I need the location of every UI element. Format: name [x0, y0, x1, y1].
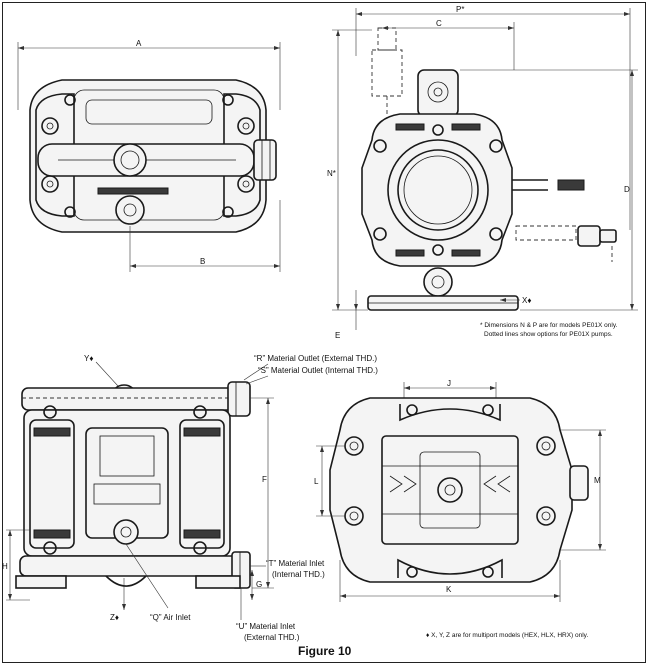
- bottom-view: J L: [314, 379, 606, 602]
- dim-f-label: F: [262, 475, 267, 484]
- front-view: Y♦ “R” Material Outlet (External THD.) “…: [2, 354, 378, 642]
- dim-m-label: M: [594, 476, 601, 485]
- dim-n-label: N*: [327, 169, 336, 178]
- dim-a-label: A: [136, 39, 142, 48]
- dim-j-label: J: [447, 379, 451, 388]
- dim-c-label: C: [436, 19, 442, 28]
- side-view: P* C: [327, 5, 638, 340]
- dim-d-label: D: [624, 185, 630, 194]
- top-view: A B: [17, 39, 281, 272]
- callout-u-inlet: “U” Material Inlet: [236, 622, 296, 631]
- callout-q-air-inlet: “Q” Air Inlet: [150, 613, 191, 622]
- dim-z-label: Z♦: [110, 613, 119, 622]
- dim-g-label: G: [256, 580, 262, 589]
- dim-k-label: K: [446, 585, 452, 594]
- callout-t-inlet-thd: (Internal THD.): [272, 570, 325, 579]
- dim-h-label: H: [2, 562, 8, 571]
- note-dotted-lines: Dotted lines show options for PE01X pump…: [484, 331, 613, 338]
- callout-r-outlet: “R” Material Outlet (External THD.): [254, 354, 377, 363]
- dim-p-label: P*: [456, 5, 464, 14]
- dim-e-label: E: [335, 331, 340, 340]
- callout-s-outlet: “S” Material Outlet (Internal THD.): [258, 366, 378, 375]
- callout-u-inlet-thd: (External THD.): [244, 633, 300, 642]
- note-dimensions-n-p: * Dimensions N & P are for models PE01X …: [480, 322, 618, 329]
- dim-l-label: L: [314, 477, 319, 486]
- figure-title: Figure 10: [298, 644, 352, 658]
- footnote-multiport: ♦ X, Y, Z are for multiport models (HEX,…: [426, 632, 588, 639]
- dim-x-label: X♦: [522, 296, 531, 305]
- callout-t-inlet: “T” Material Inlet: [266, 559, 325, 568]
- dim-b-label: B: [200, 257, 205, 266]
- dim-y-label: Y♦: [84, 354, 93, 363]
